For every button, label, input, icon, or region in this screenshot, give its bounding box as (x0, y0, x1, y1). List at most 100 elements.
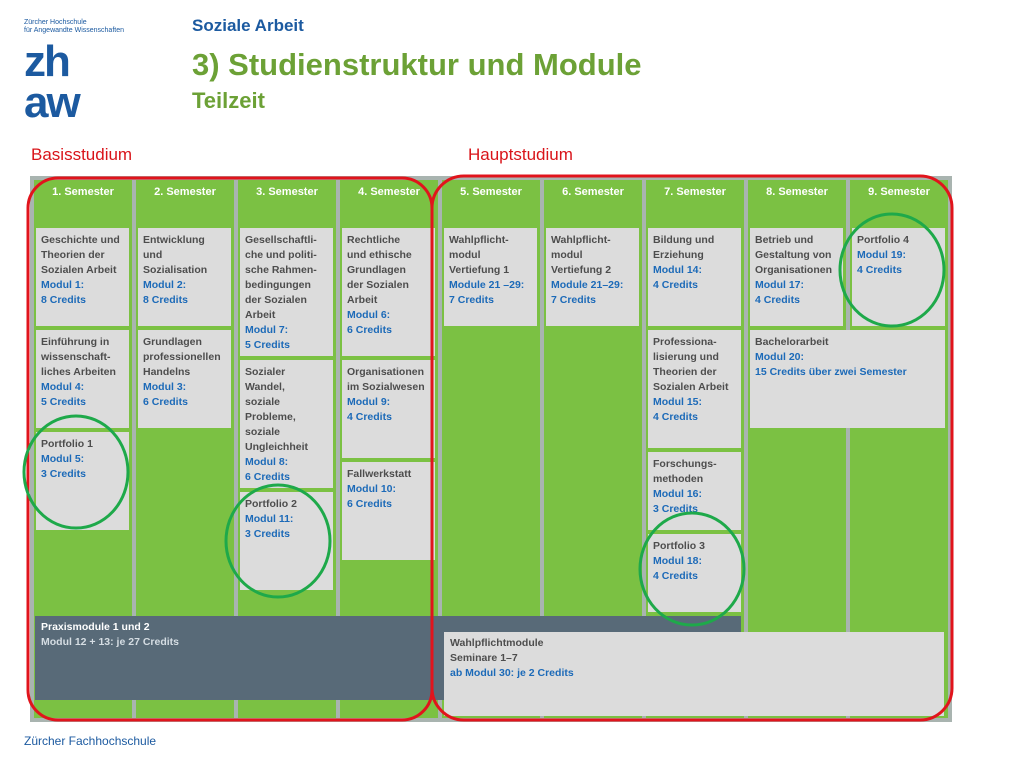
semester-header-2: 2. Semester (154, 186, 216, 198)
module-text: Wahlpflicht- (551, 234, 611, 246)
logo-text-top: zh (24, 41, 69, 86)
module-credits: 3 Credits (245, 528, 290, 540)
module-number: Modul 7: (245, 324, 289, 336)
semester-header-9: 9. Semester (868, 186, 930, 198)
module-text: Portfolio 1 (41, 438, 93, 450)
module-box-modul-8: Sozialer Wandel, soziale Probleme, sozia… (240, 360, 333, 488)
module-text: modul (551, 249, 583, 261)
wahlpflicht-detail: ab Modul 30: je 2 Credits (450, 667, 574, 679)
module-text: Organisationen (755, 264, 833, 276)
module-box-modul-6: Rechtliche und ethische Grundlagen der S… (342, 228, 435, 356)
phase-label-basisstudium: Basisstudium (31, 145, 133, 164)
module-box-modul-15: Professiona- lisierung und Theorien der … (648, 330, 741, 448)
school-name-line-2: für Angewandte Wissenschaften (24, 27, 125, 34)
school-name: Zürcher Hochschule für Angewandte Wissen… (24, 19, 144, 35)
zhaw-logo: zh aw (24, 41, 83, 119)
module-credits: 8 Credits (143, 294, 188, 306)
wahlpflicht-modules-bar: Wahlpflichtmodule Seminare 1–7 ab Modul … (444, 632, 944, 716)
module-text: Sozialen Arbeit (41, 264, 117, 276)
semester-header-8: 8. Semester (766, 186, 828, 198)
module-text: und (143, 249, 163, 261)
module-credits: 8 Credits (41, 294, 86, 306)
module-text: im Sozialwesen (347, 381, 425, 393)
module-number: Modul 8: (245, 456, 289, 468)
module-text: Einführung in (41, 336, 110, 348)
module-text: Portfolio 2 (245, 498, 297, 510)
module-text: Bachelorarbeit (755, 336, 829, 348)
module-number: Modul 2: (143, 279, 187, 291)
semester-header-4: 4. Semester (358, 186, 420, 198)
module-number: Modul 1: (41, 279, 85, 291)
module-box-modul-4: Einführung in wissenschaft- liches Arbei… (36, 330, 129, 428)
subject-title: Soziale Arbeit (192, 16, 304, 35)
module-text: der Sozialen (245, 294, 307, 306)
module-text: sche Rahmen- (245, 264, 317, 276)
module-number: Modul 18: (653, 555, 702, 567)
module-number: Modul 6: (347, 309, 391, 321)
module-number: Modul 5: (41, 453, 85, 465)
module-box-modul-7: Gesellschaftli- che und politi- sche Rah… (240, 228, 333, 356)
module-credits: 4 Credits (755, 294, 800, 306)
module-text: Sozialisation (143, 264, 208, 276)
module-credits: 6 Credits (347, 498, 392, 510)
module-number: Modul 17: (755, 279, 804, 291)
page-subtitle: Teilzeit (192, 88, 265, 113)
module-number: Modul 14: (653, 264, 702, 276)
semester-header-3: 3. Semester (256, 186, 318, 198)
semester-header-7: 7. Semester (664, 186, 726, 198)
module-text: Theorien der (653, 366, 717, 378)
module-text: Rechtliche (347, 234, 401, 246)
module-text: Fallwerkstatt (347, 468, 412, 480)
module-text: soziale (245, 396, 281, 408)
phase-label-hauptstudium: Hauptstudium (468, 145, 573, 164)
module-box-vertiefung-1: Wahlpflicht- modul Vertiefung 1 Module 2… (444, 228, 537, 326)
module-text: Grundlagen (143, 336, 202, 348)
module-text: Professiona- (653, 336, 717, 348)
module-credits: 15 Credits über zwei Semester (755, 366, 907, 378)
module-box-modul-10: Fallwerkstatt Modul 10: 6 Credits (342, 462, 435, 560)
module-box-modul-18: Portfolio 3 Modul 18: 4 Credits (648, 534, 741, 612)
module-text: Vertiefung 1 (449, 264, 510, 276)
module-number: Modul 4: (41, 381, 85, 393)
module-text: der Sozialen (347, 279, 409, 291)
module-box-modul-2: Entwicklung und Sozialisation Modul 2: 8… (138, 228, 231, 326)
module-text: methoden (653, 473, 704, 485)
module-box-modul-16: Forschungs- methoden Modul 16: 3 Credits (648, 452, 741, 530)
semester-header-5: 5. Semester (460, 186, 522, 198)
module-box-modul-11: Portfolio 2 Modul 11: 3 Credits (240, 492, 333, 590)
module-text: Forschungs- (653, 458, 717, 470)
module-number: Modul 11: (245, 513, 294, 525)
module-credits: 3 Credits (653, 503, 698, 515)
module-text: Erziehung (653, 249, 704, 261)
module-text: bedingungen (245, 279, 311, 291)
module-text: Grundlagen (347, 264, 406, 276)
module-text: Betrieb und (755, 234, 814, 246)
module-box-modul-19: Portfolio 4 Modul 19: 4 Credits (852, 228, 945, 326)
module-number: Modul 10: (347, 483, 396, 495)
module-number: Modul 3: (143, 381, 187, 393)
module-credits: 4 Credits (857, 264, 902, 276)
module-box-modul-9: Organisationen im Sozialwesen Modul 9: 4… (342, 360, 435, 458)
module-text: Bildung und (653, 234, 715, 246)
module-box-modul-17: Betrieb und Gestaltung von Organisatione… (750, 228, 843, 326)
module-text: liches Arbeiten (41, 366, 116, 378)
module-text: Arbeit (245, 309, 276, 321)
module-text: Vertiefung 2 (551, 264, 612, 276)
module-text: Portfolio 3 (653, 540, 705, 552)
module-credits: 5 Credits (245, 339, 290, 351)
module-number: Module 21 –29: (449, 279, 525, 291)
module-text: che und politi- (245, 249, 317, 261)
wahlpflicht-title: Wahlpflichtmodule (450, 637, 544, 649)
module-credits: 4 Credits (653, 570, 698, 582)
wahlpflicht-subtitle: Seminare 1–7 (450, 652, 518, 664)
module-credits: 4 Credits (653, 279, 698, 291)
module-text: Probleme, (245, 411, 296, 423)
module-text: Gestaltung von (755, 249, 832, 261)
module-text: Sozialen Arbeit (653, 381, 729, 393)
module-credits: 7 Credits (449, 294, 494, 306)
module-number: Modul 16: (653, 488, 702, 500)
module-text: Arbeit (347, 294, 378, 306)
module-box-modul-1: Geschichte und Theorien der Sozialen Arb… (36, 228, 129, 326)
module-text: Geschichte und (41, 234, 120, 246)
module-box-modul-14: Bildung und Erziehung Modul 14: 4 Credit… (648, 228, 741, 326)
